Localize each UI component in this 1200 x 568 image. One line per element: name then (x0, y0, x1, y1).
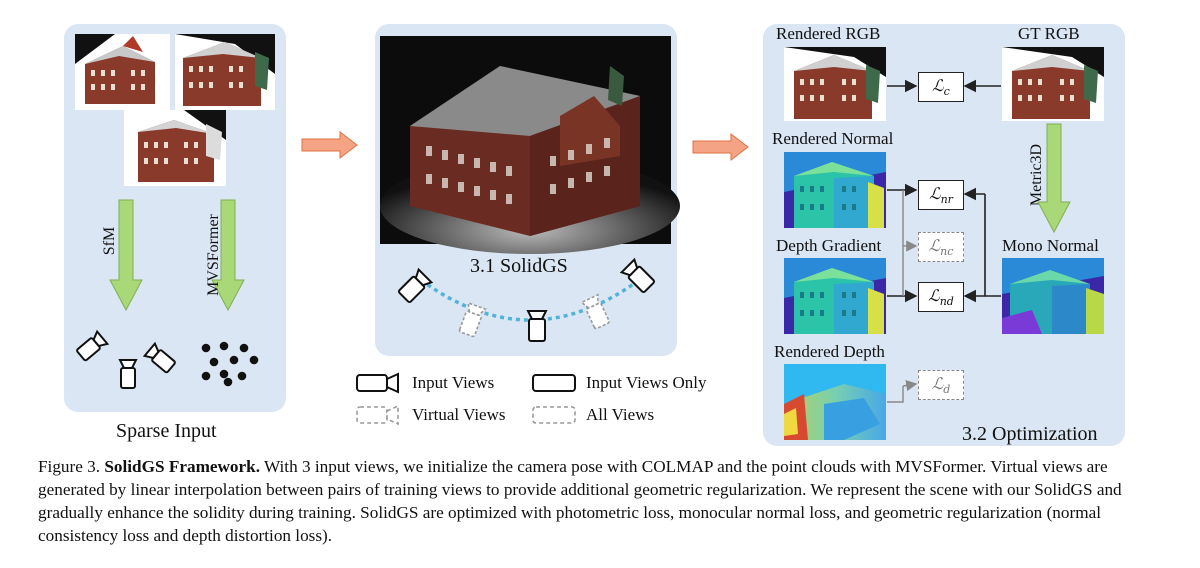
mono-normal-image (1002, 258, 1104, 334)
loss-nd-box: ℒnd (918, 282, 964, 312)
mono-normal-label: Mono Normal (1002, 236, 1099, 255)
rendered-normal-image (784, 152, 886, 228)
loss-nr-box: ℒnr (918, 180, 964, 210)
point-cloud-icon (201, 341, 259, 387)
loss-d-symbol: ℒ (931, 374, 944, 393)
loss-d-box: ℒd (918, 370, 964, 400)
flow-arrow-1 (301, 130, 358, 160)
rendered-depth-label: Rendered Depth (774, 342, 885, 361)
input-view-image-1 (75, 34, 170, 110)
loss-nd-subscript: nd (939, 295, 954, 309)
depth-gradient-image (784, 258, 886, 334)
legend-input-views: Input Views (412, 373, 495, 392)
depth-gradient-label: Depth Gradient (776, 236, 882, 255)
loss-c-symbol: ℒ (932, 76, 944, 95)
caption-text: With 3 input views, we initialize the ca… (38, 457, 1122, 545)
loss-nc-subscript: nc (940, 245, 954, 259)
gt-rgb-label: GT RGB (1018, 24, 1080, 43)
legend-virtual-views: Virtual Views (412, 405, 506, 424)
optimization-connectors (887, 79, 1001, 403)
loss-nr-symbol: ℒ (929, 184, 941, 203)
input-view-image-3 (124, 110, 226, 186)
rendered-normal-label: Rendered Normal (772, 129, 894, 148)
rendered-depth-image (784, 364, 886, 440)
legend-input-views-only-icon (532, 374, 576, 392)
sparse-input-title: Sparse Input (116, 420, 217, 442)
loss-d-subscript: d (943, 383, 951, 397)
mvsformer-label: MVSFormer (204, 214, 222, 296)
loss-nc-box: ℒnc (918, 232, 964, 262)
gt-rgb-image (1002, 47, 1104, 121)
sparse-cameras-icon (76, 329, 176, 389)
loss-nc-symbol: ℒ (928, 236, 941, 255)
legend-input-views-only: Input Views Only (586, 373, 707, 392)
legend-all-views-icon (532, 406, 576, 424)
metric3d-arrow (1037, 123, 1071, 234)
caption-prefix: Figure 3. (38, 457, 105, 476)
legend-all-views: All Views (586, 405, 655, 424)
legend-input-views-icon (356, 372, 399, 394)
loss-nr-subscript: nr (940, 193, 953, 207)
flow-arrow-2 (692, 132, 749, 162)
rendered-rgb-label: Rendered RGB (776, 24, 881, 43)
optimization-title: 3.2 Optimization (962, 423, 1098, 445)
solidgs-render-image (380, 36, 680, 254)
loss-c-box: ℒc (918, 72, 964, 102)
input-view-image-2 (175, 34, 275, 110)
figure-caption: Figure 3. SolidGS Framework. With 3 inpu… (38, 455, 1168, 547)
mvsformer-arrow (211, 199, 245, 312)
sfm-arrow (109, 199, 143, 312)
rendered-rgb-image (784, 47, 886, 121)
loss-c-subscript: c (943, 85, 950, 99)
loss-nd-symbol: ℒ (928, 286, 940, 305)
camera-trajectory (397, 257, 656, 342)
caption-bold: SolidGS Framework. (104, 457, 261, 476)
solidgs-title: 3.1 SolidGS (470, 255, 568, 277)
sfm-label: SfM (101, 226, 119, 256)
legend-virtual-views-icon (356, 404, 399, 426)
